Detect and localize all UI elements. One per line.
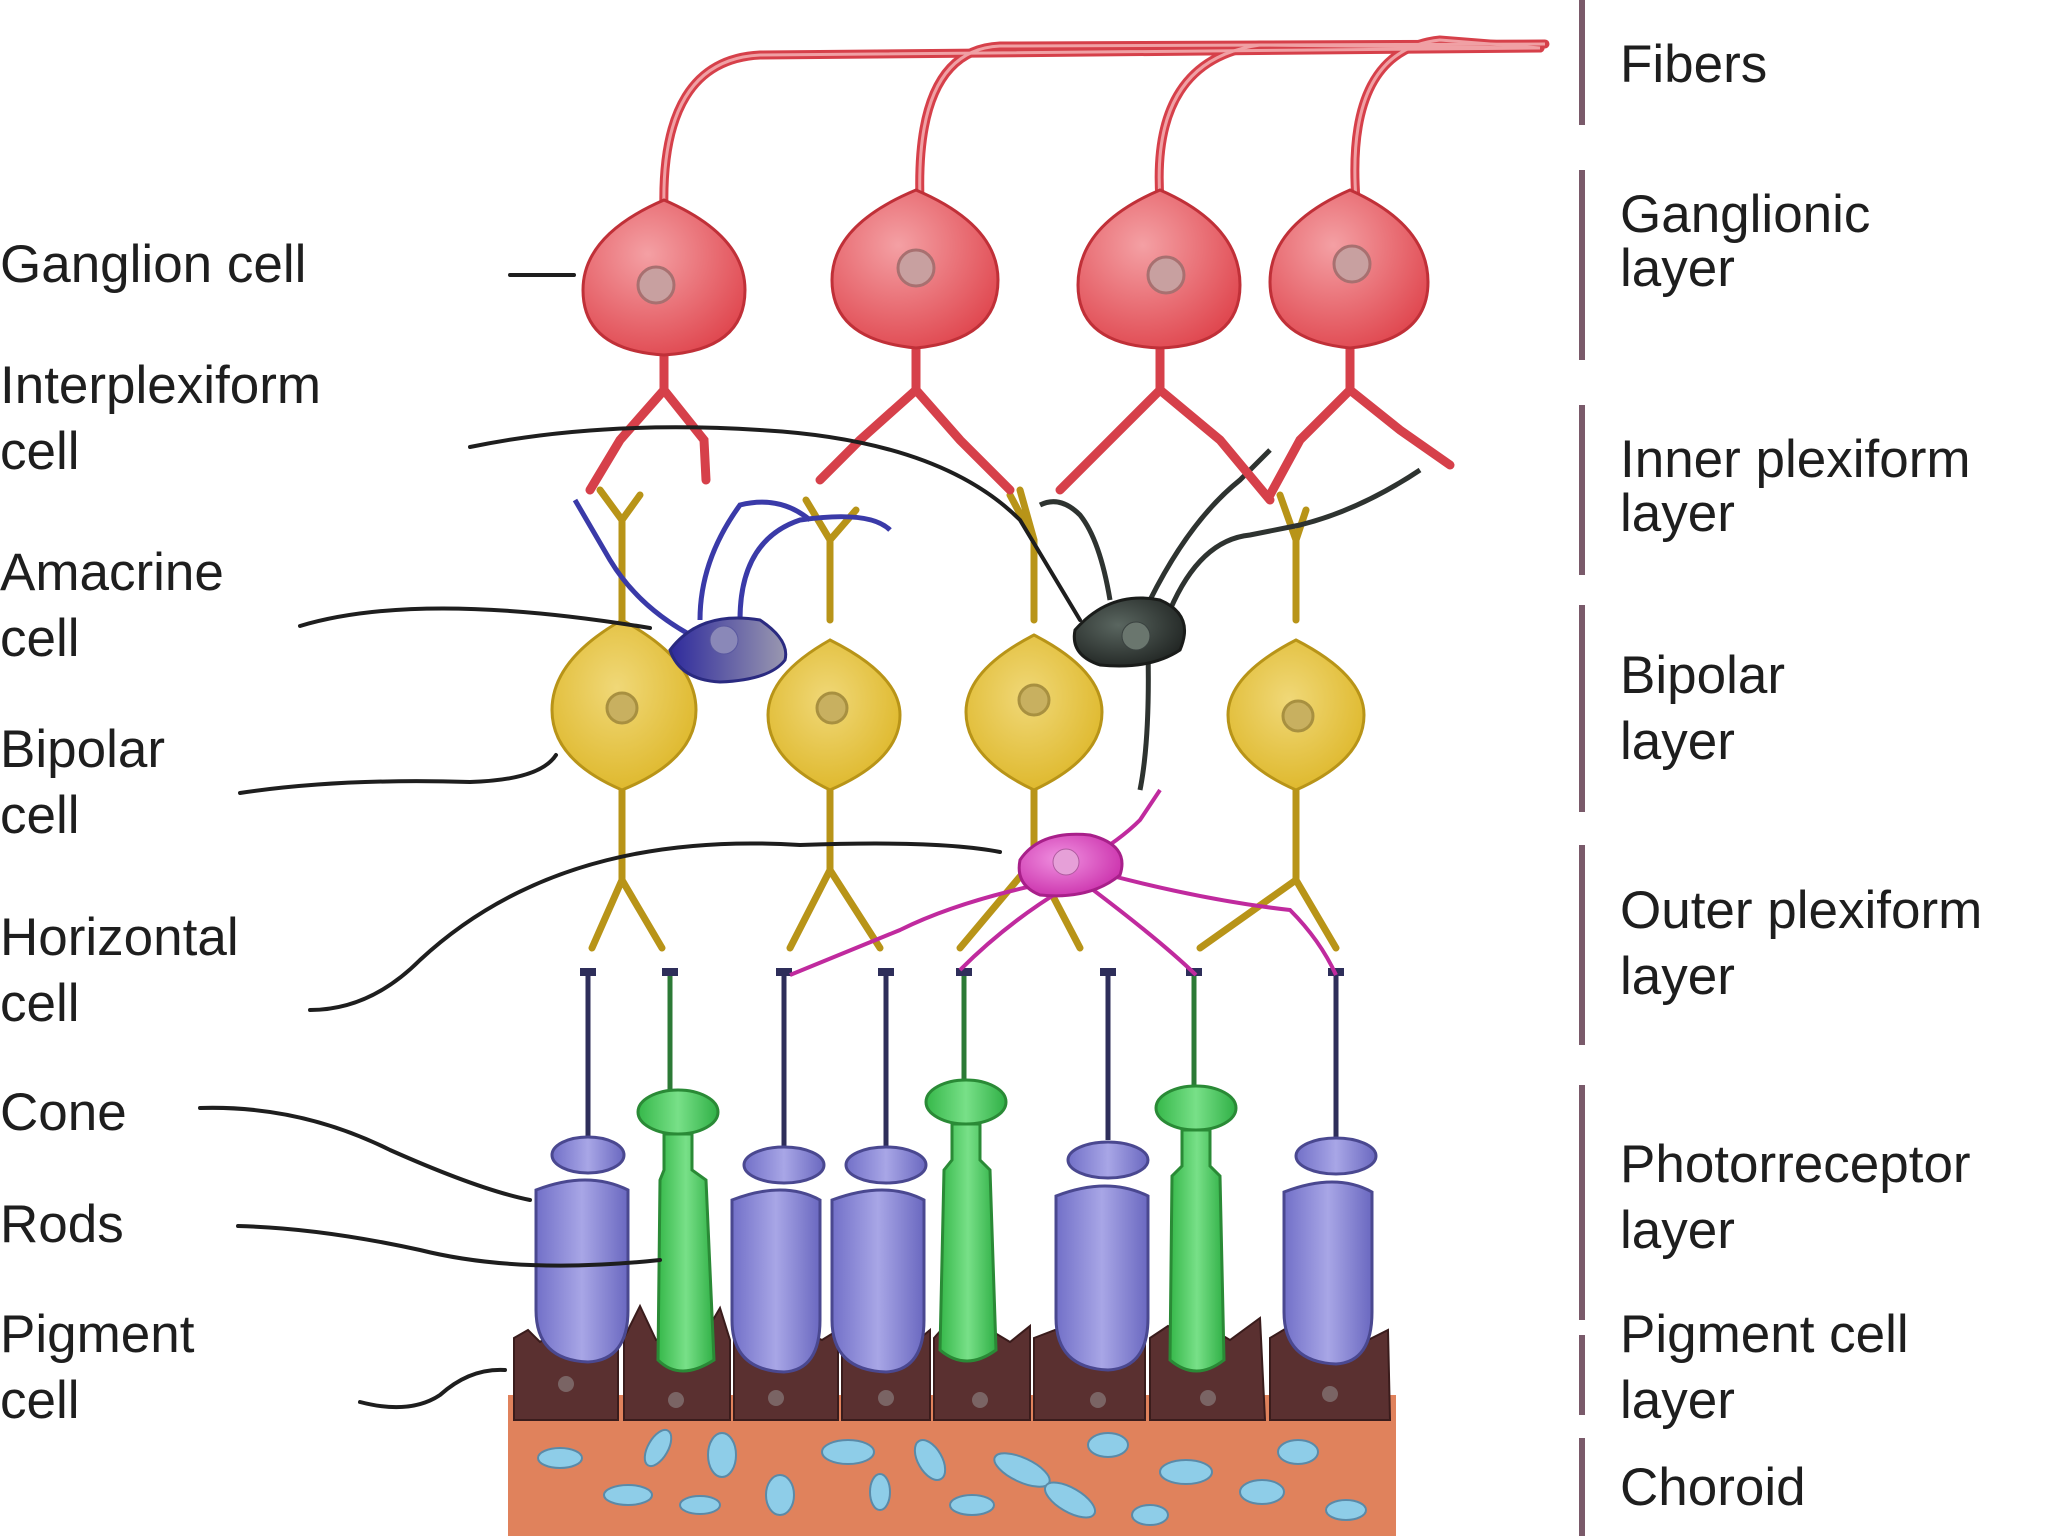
- label-outer-plexiform-layer: Outer plexiform layer: [1620, 881, 1997, 1006]
- ganglion-cell: [830, 188, 1000, 350]
- ganglion-cell-row: [581, 35, 1550, 505]
- label-inner-plexiform-layer: Inner plexiform layer: [1620, 430, 1985, 543]
- label-interplexiform-cell: Interplexiform cell: [0, 356, 336, 481]
- cell-labels: Ganglion cell Interplexiform cell Amacri…: [0, 235, 336, 1430]
- ganglion-cell: [1076, 188, 1242, 350]
- cone-cell: [830, 1145, 928, 1374]
- layer-labels: Fibers Ganglionic layer Inner plexiform …: [1620, 35, 1997, 1517]
- bipolar-cell: [550, 618, 698, 792]
- leader-interplexiform: [468, 425, 1082, 622]
- cone-cell: [1282, 1136, 1378, 1366]
- ganglion-cell: [1268, 188, 1430, 350]
- leader-bipolar: [238, 753, 558, 795]
- rod-cell: [924, 1078, 1008, 1363]
- photoreceptor-row: [534, 968, 1378, 1374]
- bipolar-cell: [766, 638, 902, 792]
- rod-cell: [636, 1088, 720, 1373]
- cone-cell: [1054, 1140, 1150, 1372]
- horizontal-cell: [789, 788, 1338, 977]
- leader-rods: [236, 1224, 662, 1268]
- label-photoreceptor-layer: Photorreceptor layer: [1620, 1135, 1985, 1260]
- leader-amacrine: [298, 606, 652, 630]
- label-cone: Cone: [0, 1083, 127, 1142]
- label-ganglion-cell: Ganglion cell: [0, 235, 306, 294]
- label-bipolar-layer: Bipolar layer: [1620, 646, 1800, 771]
- label-amacrine-cell: Amacrine cell: [0, 543, 239, 668]
- leader-pigment: [358, 1367, 507, 1410]
- bipolar-cell: [964, 633, 1104, 792]
- leader-cone: [198, 1105, 532, 1202]
- choroid-vessels: [537, 1428, 1367, 1526]
- label-fibers: Fibers: [1620, 35, 1767, 94]
- label-ganglionic-layer: Ganglionic layer: [1620, 185, 1885, 298]
- label-rods: Rods: [0, 1195, 124, 1254]
- cone-cell: [534, 1135, 630, 1364]
- label-pigment-cell: Pigment cell: [0, 1305, 209, 1430]
- label-choroid: Choroid: [1620, 1458, 1806, 1517]
- rod-cell: [1154, 1084, 1238, 1373]
- cone-cell: [730, 1145, 826, 1374]
- leader-horizontal: [308, 841, 1002, 1012]
- label-bipolar-cell: Bipolar cell: [0, 720, 180, 845]
- bipolar-cell: [1226, 638, 1366, 792]
- bipolar-cell-row: [550, 486, 1366, 952]
- label-pigment-cell-layer: Pigment cell layer: [1620, 1305, 1923, 1430]
- leader-lines: [198, 273, 1082, 1410]
- label-horizontal-cell: Horizontal cell: [0, 908, 253, 1033]
- ganglion-cell: [581, 198, 747, 357]
- interplexiform-cell: [1038, 448, 1422, 791]
- amacrine-cell: [572, 498, 892, 684]
